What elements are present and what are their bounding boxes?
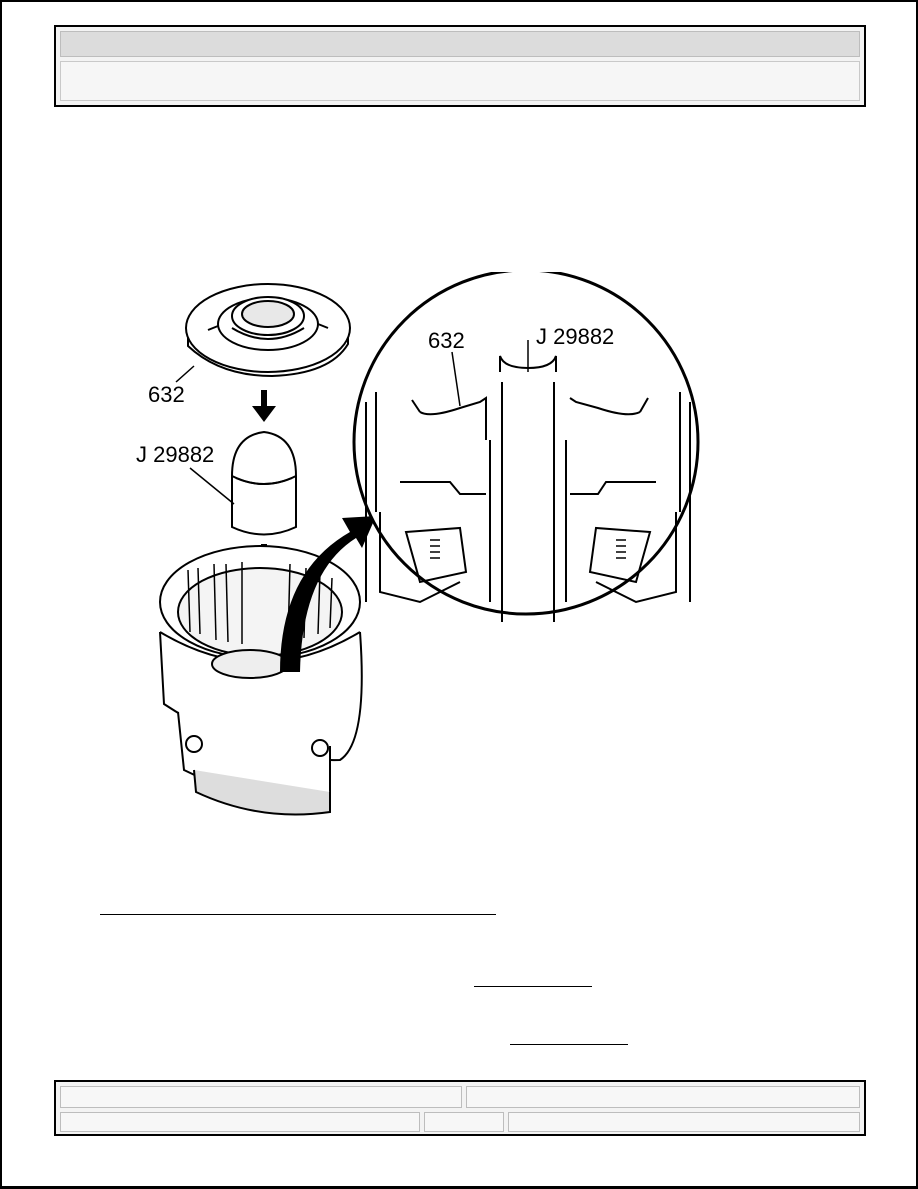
header-box xyxy=(54,25,866,107)
footer-cell-right xyxy=(466,1086,860,1108)
illustration: 632 J 29882 xyxy=(130,268,710,832)
inset-label-632: 632 xyxy=(428,328,465,353)
footer-cell-left xyxy=(60,1086,462,1108)
label-j29882: J 29882 xyxy=(136,442,214,467)
header-title xyxy=(60,31,860,57)
footer-cell-b3 xyxy=(508,1112,860,1132)
part-632-drawing xyxy=(185,283,351,378)
link-underline-2[interactable] xyxy=(474,986,592,987)
header-subtitle xyxy=(60,61,860,101)
illustration-svg: 632 J 29882 xyxy=(136,268,700,816)
footer-cell-b1 xyxy=(60,1112,420,1132)
inset-label-j29882: J 29882 xyxy=(536,324,614,349)
footer-cell-b2 xyxy=(424,1112,504,1132)
footer-box xyxy=(54,1080,866,1136)
inset-detail xyxy=(352,268,700,622)
arrow-down-icon xyxy=(252,390,276,422)
housing-drawing xyxy=(159,545,363,816)
tool-j29882-drawing xyxy=(230,430,298,536)
link-underline-1[interactable] xyxy=(100,914,496,915)
link-underline-3[interactable] xyxy=(510,1044,628,1045)
label-632: 632 xyxy=(148,382,185,407)
